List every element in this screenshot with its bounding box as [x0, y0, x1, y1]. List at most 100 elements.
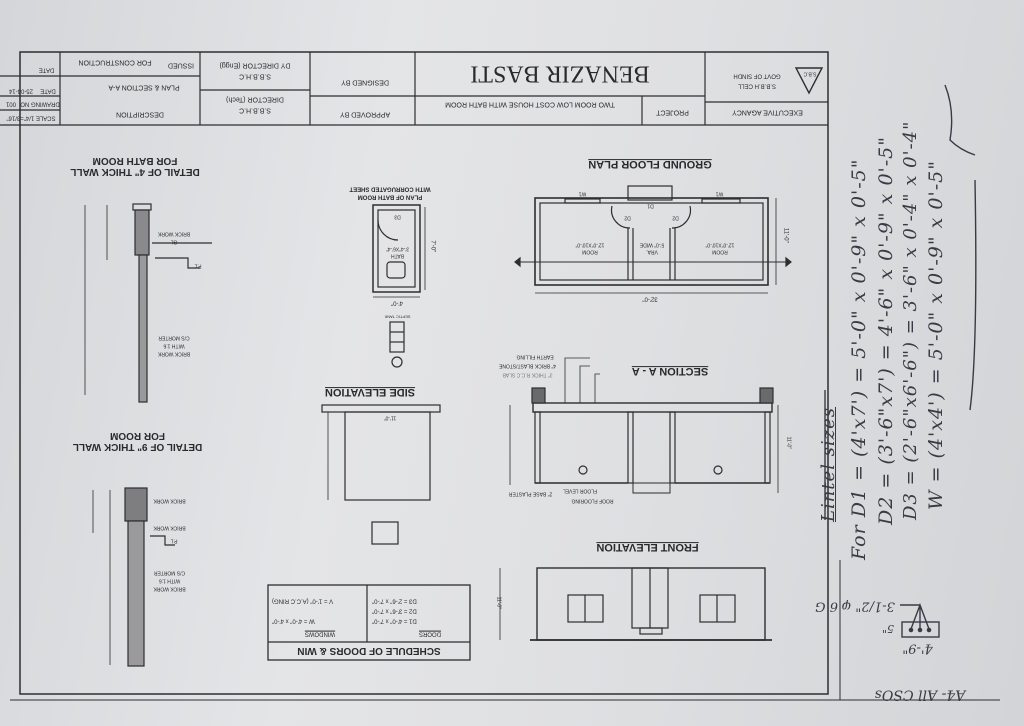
overall-width-dim: 32'-0": [642, 295, 658, 302]
project-name: BENAZIR BASTI: [470, 60, 650, 87]
lintel-line: For D1 = (4'x7') = 5'-0" x 0'-9" x 0'-5": [848, 158, 870, 560]
detail-label: C/S MORTER: [158, 334, 190, 341]
detail-label: P.L: [194, 262, 202, 269]
detail-label: WITH 1:6: [158, 577, 181, 584]
detail-4in-wall-drawing: [84, 203, 212, 403]
bar-note: 3-1/2" φ 6 G: [815, 598, 895, 614]
front-elevation-drawing: [499, 567, 772, 641]
date-label: DATE: [38, 66, 55, 73]
detail-4in-title-line2: FOR BATH ROOM: [92, 155, 178, 166]
section-label: EARTH FILLING: [516, 353, 554, 360]
side-elevation-title: SIDE ELEVATION: [324, 386, 416, 399]
director-label: DIRECTOR (Tech): [226, 95, 284, 103]
agency-line2: GOVT OF SINDH: [733, 72, 781, 79]
section-aa-drawing: [509, 357, 779, 494]
issued-label: ISSUED: [167, 61, 195, 69]
detail-label: P.L: [170, 537, 178, 544]
approved-by-label: APPROVED BY: [339, 110, 391, 118]
bath-room-label: BATH: [391, 252, 404, 259]
windows-header: WINDOWS: [304, 630, 336, 637]
detail-4in-title-line1: DETAIL OF 4" THICK WALL: [70, 166, 200, 177]
section-aa-title: SECTION A - A: [631, 365, 709, 378]
director-org: S.B.B.H.C: [239, 106, 271, 114]
side-elevation-drawing: [321, 404, 441, 545]
window-tag: W1: [715, 190, 724, 197]
detail-9in-wall-drawing: [92, 487, 175, 667]
bath-room-size: 3'-4"X6'-4": [385, 245, 410, 252]
overall-depth-dim: 11'-0": [782, 227, 789, 243]
schedule-title: SCHEDULE OF DOORS & WIN: [297, 645, 441, 656]
room-left-label: ROOM: [582, 248, 598, 255]
room-left-size: 12'-0"X10'-0": [575, 241, 605, 248]
lintel-line: D3 = (2'-6"x6'-6") = 3'-6" x 0'-4" x 0'-…: [900, 120, 921, 520]
lintel-line: D2 = (3'-6"x7') = 4'-6" x 0'-9" x 0'-5": [875, 136, 897, 525]
window-row: W = 4'-0" x 4'-0": [272, 617, 315, 624]
section-bottom-label: 2" BASE PLASTER: [508, 490, 553, 497]
detail-9in-title-line2: FOR ROOM: [110, 430, 165, 441]
detail-label: BRICK WORK: [157, 230, 191, 237]
bath-plan-drawing: [372, 204, 426, 368]
dy-director-org: S.B.B.H.C: [239, 72, 271, 80]
door-tag: D2: [624, 214, 631, 221]
description-label: DESCRIPTION: [116, 110, 164, 118]
section-bottom-label: FLOOR LEVEL: [562, 487, 598, 494]
detail-9in-title-line1: DETAIL OF 9" THICK WALL: [72, 441, 203, 452]
room-right-label: ROOM: [712, 248, 728, 255]
front-height-dim: 11'-0": [495, 596, 502, 609]
agency-logo-text: S.B.C: [803, 70, 817, 77]
issued-value: FOR CONSTRUCTION: [78, 58, 152, 66]
footer-note: A4- All CSOs: [874, 686, 966, 703]
bar-dim: 4'-9": [902, 640, 933, 656]
drawing-no-label: DRAWING NO: [20, 100, 60, 107]
ground-floor-plan-drawing: [514, 185, 792, 294]
handwritten-strokes: [824, 84, 977, 638]
detail-label: BRICK WORK: [153, 497, 186, 504]
door-tag: D2: [672, 214, 679, 221]
lintel-heading: Lintel sizes: [818, 406, 839, 522]
section-label: 4" BRICK BLAST/STONE: [499, 362, 556, 369]
room-right-size: 12'-0"X10'-0": [705, 241, 735, 248]
drawing-no-value: 001: [6, 100, 17, 107]
window-tag: W1: [578, 190, 587, 197]
verandah-label: VRA.: [646, 248, 658, 255]
doors-header: DOORS: [419, 630, 442, 637]
window-row: V = 1'-0" (A.C.C RING): [272, 597, 334, 604]
section-label: 3" THICK R.C.C SLAB: [502, 371, 553, 378]
date-value: 25-04-14: [8, 87, 34, 94]
project-label: PROJECT: [656, 108, 689, 116]
detail-label: C/S MORTER: [153, 569, 186, 576]
sheet-border: [10, 51, 1000, 701]
bar-dim-2: 5": [881, 622, 895, 636]
bath-door-tag: D3: [394, 213, 401, 220]
detail-label: BRICK WORK: [157, 350, 191, 357]
bath-width-dim: 4'-0": [391, 299, 403, 306]
dy-director-label: DY DIRECTOR (Engg): [219, 61, 291, 69]
bath-plan-title-line2: WITH CORRUGATED SHEET: [349, 185, 431, 192]
verandah-size: 5'-0" WIDE: [639, 241, 665, 248]
door-row: D2 = 3'-6" x 7'-0": [372, 607, 417, 614]
designed-by-label: DESIGNED BY: [341, 78, 389, 86]
ground-floor-plan-title: GROUND FLOOR PLAN: [588, 158, 712, 171]
septic-tank-label: SEPTIC TANK: [384, 314, 411, 320]
schedule-table: [267, 584, 471, 661]
date-label-2: DATE: [40, 87, 56, 94]
detail-label: BRICK WORK: [153, 585, 186, 592]
door-tag: D1: [647, 202, 654, 209]
side-width-dim: 11'-0": [383, 414, 397, 421]
door-row: D3 = 2'-6" x 7'-0": [372, 597, 417, 604]
section-height-dim: 11'-0": [785, 436, 792, 449]
bath-plan-title-line1: PLAN OF BATH ROOM: [357, 193, 423, 200]
detail-label: GL: [170, 238, 178, 245]
scale-label: SCALE 1/4"=3/16": [6, 114, 56, 121]
front-elevation-title: FRONT ELEVATION: [596, 541, 699, 554]
door-row: D1 = 4'-0" x 7'-0": [372, 617, 417, 624]
detail-label: WITH 1:6: [163, 342, 185, 349]
bath-depth-dim: 7'-0": [429, 240, 436, 253]
agency-line1: S.B.B.H CELL: [738, 82, 777, 89]
title-block-grid: [0, 52, 828, 126]
agency-triangle-logo: [794, 67, 824, 95]
description-value: PLAN & SECTION A-A: [108, 83, 180, 91]
executive-agency-label: EXECUTIVE AGANCY: [732, 108, 803, 116]
lintel-line: W = (4'x4') = 5'-0" x 0'-9" x 0'-5": [925, 160, 947, 510]
